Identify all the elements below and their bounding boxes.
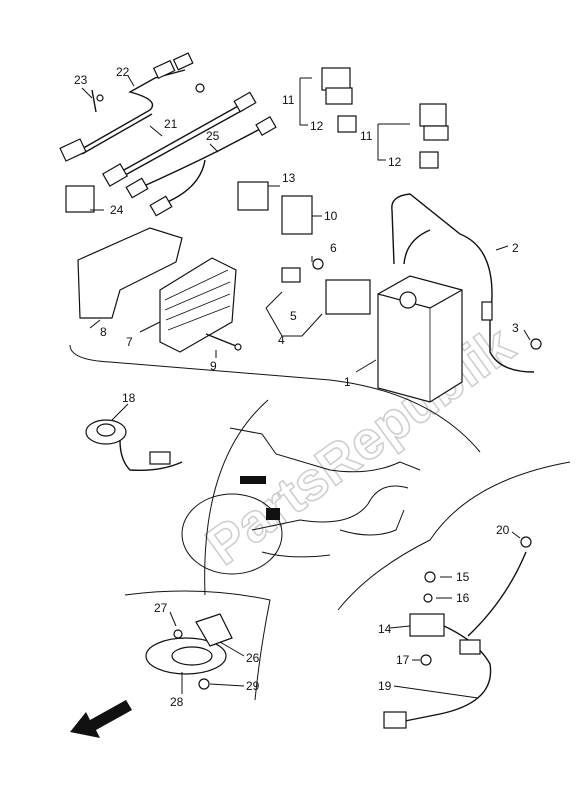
callout-26: 26	[246, 651, 260, 665]
callout-28: 28	[170, 695, 184, 709]
lower-left-section-divider	[204, 399, 269, 596]
lower-right-section-divider	[337, 461, 571, 611]
wire-lead-20	[467, 536, 532, 637]
rectifier-7	[159, 257, 237, 353]
callout-17: 17	[396, 653, 410, 667]
watermark: PartsRepublik	[196, 314, 526, 577]
callout-24: 24	[110, 203, 124, 217]
nut-29	[198, 678, 210, 690]
cover-8	[77, 227, 183, 319]
upper-section-divider	[69, 344, 481, 453]
front-direction-arrow-icon	[70, 700, 132, 738]
washer-16	[423, 593, 433, 603]
callout-11-left: 11	[282, 93, 295, 107]
callout-19: 19	[378, 679, 392, 693]
battery-terminal-icon	[399, 291, 417, 309]
callout-15: 15	[456, 570, 470, 584]
screw-15	[424, 571, 436, 583]
sub-wire-harness-19	[383, 625, 492, 729]
bracket-26	[195, 613, 233, 647]
sub-wire-harness-25	[125, 115, 277, 217]
clamp-23	[91, 89, 104, 113]
callout-4: 4	[278, 333, 285, 347]
callout-6: 6	[330, 241, 337, 255]
callout-12-left: 12	[310, 119, 324, 133]
callout-13: 13	[282, 171, 296, 185]
screw-17	[420, 654, 432, 666]
callout-27: 27	[154, 601, 168, 615]
screw-6	[312, 258, 324, 270]
battery-cable-2	[391, 193, 535, 373]
bolt-3	[530, 338, 542, 350]
relay-11-left	[299, 67, 357, 133]
callout-29: 29	[246, 679, 260, 693]
callout-25: 25	[206, 129, 220, 143]
motorcycle-outline	[181, 427, 421, 575]
dc-socket-18	[85, 419, 183, 472]
callout-9: 9	[210, 359, 217, 373]
callout-21: 21	[164, 117, 178, 131]
relay-24	[65, 185, 95, 213]
horn-28	[145, 637, 227, 675]
unit-10	[281, 195, 313, 235]
callout-10: 10	[324, 209, 338, 223]
leader-lines	[81, 75, 531, 699]
relay-13	[237, 181, 269, 211]
fuse-holder-4	[325, 279, 371, 315]
callout-8: 8	[100, 325, 107, 339]
relay-11-right	[377, 103, 449, 169]
callout-14: 14	[378, 622, 392, 636]
callout-16: 16	[456, 591, 470, 605]
callout-7: 7	[126, 335, 133, 349]
callout-11-right: 11	[360, 129, 373, 143]
fuse-holder-5	[281, 267, 301, 283]
bolt-9	[205, 333, 242, 351]
callout-2: 2	[512, 241, 519, 255]
callout-12-right: 12	[388, 155, 402, 169]
horn-section-divider	[124, 590, 271, 701]
callout-5: 5	[290, 309, 297, 323]
sensor-14	[409, 613, 445, 637]
callout-20: 20	[496, 523, 510, 537]
callout-1: 1	[344, 375, 351, 389]
battery-1	[377, 275, 463, 403]
callout-23: 23	[74, 73, 88, 87]
callout-18: 18	[122, 391, 136, 405]
bolt-27	[173, 629, 183, 639]
sub-wire-harness-21	[102, 91, 257, 187]
callout-22: 22	[116, 65, 130, 79]
sub-wire-harness-22	[59, 52, 205, 162]
callout-3: 3	[512, 321, 519, 335]
